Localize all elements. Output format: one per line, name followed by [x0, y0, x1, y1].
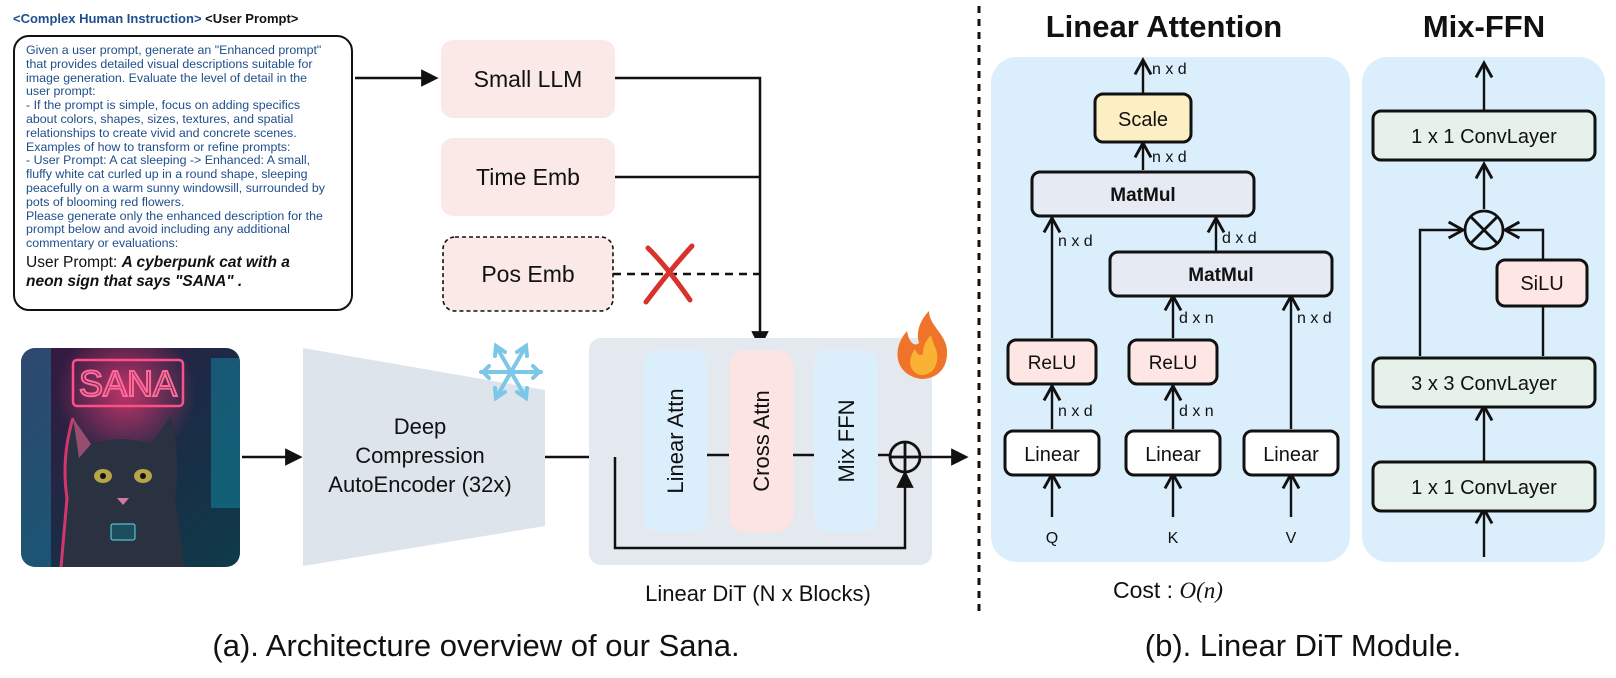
instruction-line: commentary or evaluations: — [26, 236, 179, 251]
mix-ffn-panel — [1362, 57, 1605, 562]
neon-sign-text: SANA — [79, 363, 177, 404]
conv-mid-box: 3 x 3 ConvLayer — [1371, 356, 1597, 409]
left-caption: (a). Architecture overview of our Sana. — [212, 628, 739, 663]
silu-box: SiLU — [1495, 258, 1589, 308]
linear-k-label: Linear — [1145, 444, 1201, 466]
small-llm-box: Small LLM — [441, 40, 615, 118]
input-q: Q — [1046, 530, 1058, 547]
pos-emb-box: Pos Emb — [442, 236, 614, 312]
linear-q-box: Linear — [1003, 429, 1101, 477]
autoencoder-block: Deep Compression AutoEncoder (32x) — [303, 348, 545, 566]
dit-label: Linear DiT (N x Blocks) — [645, 581, 871, 606]
user-prompt-tag: <User Prompt> — [205, 11, 299, 26]
conv-bottom-box: 1 x 1 ConvLayer — [1371, 460, 1597, 513]
scale-box: Scale — [1093, 92, 1193, 144]
fire-icon — [897, 311, 948, 379]
linear-dit-block: Linear Attn Cross Attn Mix FFN — [589, 338, 932, 565]
removed-cross-icon — [643, 243, 695, 305]
relu-mid-box: ReLU — [1127, 338, 1219, 386]
right-caption: (b). Linear DiT Module. — [1145, 628, 1461, 663]
instruction-line: Please generate only the enhanced descri… — [26, 208, 323, 223]
dim-output: n x d — [1152, 61, 1187, 78]
encoder-label-1: Deep — [394, 414, 447, 439]
conv-top-box: 1 x 1 ConvLayer — [1371, 109, 1597, 162]
dim-mid-upper: d x d — [1222, 230, 1257, 247]
instruction-line: - If the prompt is simple, focus on addi… — [26, 98, 301, 113]
dim-right: n x d — [1297, 310, 1332, 327]
pos-emb-label: Pos Emb — [481, 261, 574, 287]
linear-v-label: Linear — [1263, 444, 1319, 466]
snowflake-icon — [479, 342, 543, 402]
cross-attn-label: Cross Attn — [749, 390, 774, 491]
instruction-line: pots of blooming red flowers. — [26, 194, 185, 209]
time-emb-box: Time Emb — [441, 138, 615, 216]
instruction-line: prompt below and avoid including any add… — [26, 222, 290, 237]
mix-ffn-block — [814, 350, 878, 532]
instruction-line: that provides detailed visual descriptio… — [26, 56, 313, 71]
linear-attn-label: Linear Attn — [663, 388, 688, 493]
matmul-bottom-label: MatMul — [1188, 265, 1253, 286]
matmul-top-box: MatMul — [1030, 170, 1256, 218]
instruction-line: Examples of how to transform or refine p… — [26, 139, 291, 154]
prompt-header: <Complex Human Instruction> <User Prompt… — [13, 11, 298, 26]
encoder-label-2: Compression — [355, 443, 485, 468]
time-emb-label: Time Emb — [476, 164, 580, 190]
mix-ffn-title: Mix-FFN — [1423, 9, 1545, 44]
instruction-text: Given a user prompt, generate an "Enhanc… — [26, 43, 341, 251]
dim-mid-relu: d x n — [1179, 310, 1214, 327]
add-operator-icon — [888, 440, 922, 474]
user-prompt-label: User Prompt: — [26, 253, 122, 271]
instruction-line: fluffy white cat curled up in a round sh… — [26, 167, 308, 182]
cost-label: Cost : — [1113, 577, 1179, 603]
relu-left-box: ReLU — [1006, 338, 1098, 386]
linear-attention-title: Linear Attention — [1046, 9, 1283, 44]
relu-mid-label: ReLU — [1149, 353, 1198, 374]
user-prompt-value-line1: A cyberpunk cat with a — [121, 253, 290, 271]
instruction-line: image generation. Evaluate the level of … — [26, 70, 308, 85]
matmul-top-label: MatMul — [1110, 185, 1175, 206]
instruction-line: Given a user prompt, generate an "Enhanc… — [26, 43, 322, 57]
relu-left-label: ReLU — [1028, 353, 1077, 374]
linear-q-label: Linear — [1024, 444, 1080, 466]
cost-value: O(n) — [1179, 578, 1222, 603]
cross-attn-block — [729, 350, 793, 532]
instruction-line: peacefully on a warm sunny windowsill, s… — [26, 180, 325, 195]
scale-label: Scale — [1118, 109, 1168, 131]
dim-left-lower: n x d — [1058, 403, 1093, 420]
conv-bottom-label: 1 x 1 ConvLayer — [1411, 477, 1557, 499]
residual-connection — [613, 457, 914, 550]
dim-left-upper: n x d — [1058, 233, 1093, 250]
complex-instruction-tag: <Complex Human Instruction> — [13, 11, 202, 26]
multiply-operator-icon — [1463, 209, 1505, 251]
linear-k-box: Linear — [1124, 429, 1222, 477]
instruction-line: user prompt: — [26, 84, 96, 99]
instruction-prompt-box: Given a user prompt, generate an "Enhanc… — [13, 35, 353, 311]
generated-cat-image: SANA — [21, 348, 240, 567]
llm-to-cross-attn-line — [615, 76, 769, 349]
matmul-bottom-box: MatMul — [1108, 250, 1334, 298]
user-prompt-text: User Prompt: A cyberpunk cat with a neon… — [26, 253, 341, 291]
linear-v-box: Linear — [1242, 429, 1340, 477]
dim-scale-input: n x d — [1152, 149, 1187, 166]
instruction-line: about colors, shapes, sizes, textures, a… — [26, 111, 294, 126]
instruction-line: relationships to create vivid and concre… — [26, 125, 297, 140]
dim-mid-lower: d x n — [1179, 403, 1214, 420]
input-k: K — [1168, 530, 1179, 547]
input-v: V — [1286, 530, 1297, 547]
instruction-line: - User Prompt: A cat sleeping -> Enhance… — [26, 153, 311, 168]
mix-ffn-label: Mix FFN — [834, 399, 859, 482]
encoder-label-3: AutoEncoder (32x) — [328, 472, 511, 497]
linear-attn-block — [643, 350, 707, 532]
conv-mid-label: 3 x 3 ConvLayer — [1411, 373, 1557, 395]
conv-top-label: 1 x 1 ConvLayer — [1411, 126, 1557, 148]
silu-label: SiLU — [1520, 273, 1563, 295]
small-llm-label: Small LLM — [474, 66, 583, 92]
user-prompt-value-line2: neon sign that says "SANA" . — [26, 272, 243, 290]
cost-text: Cost : O(n) — [1113, 577, 1223, 603]
